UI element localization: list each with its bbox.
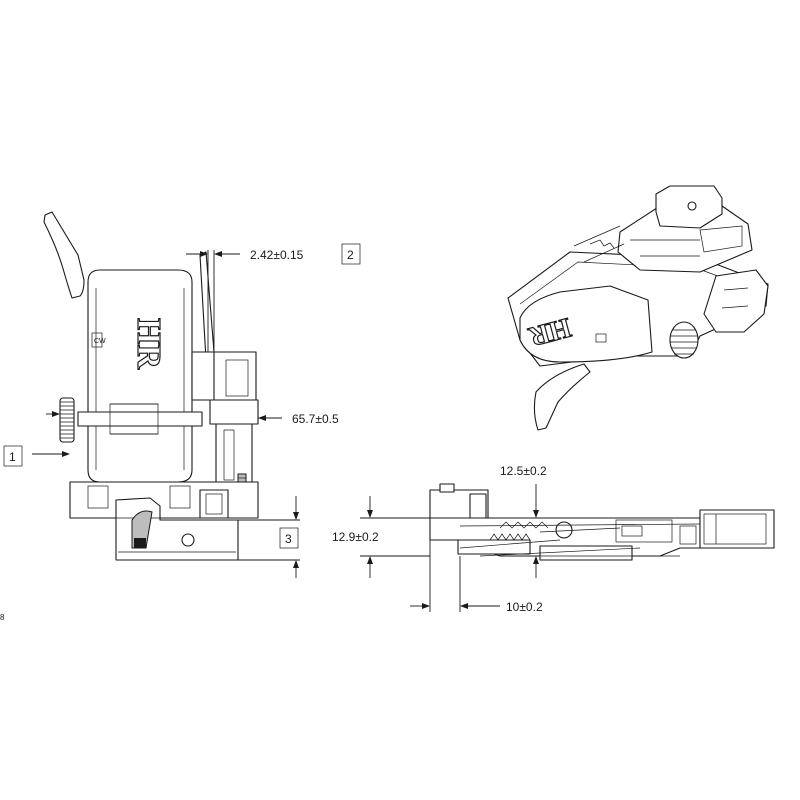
lower-body — [69, 481, 259, 561]
cw-mark: CW — [94, 338, 106, 345]
label-height-dimension: 65.7±0.5 — [292, 412, 339, 426]
page-marker: 8 — [0, 613, 5, 622]
callout-1: 1 — [9, 450, 16, 464]
housing-band — [77, 411, 203, 427]
isometric-view: HR — [507, 185, 769, 431]
dim-side-width: 10±0.2 — [410, 540, 543, 614]
front-view: HR CW — [3, 211, 361, 578]
callout-box-1 — [3, 445, 23, 467]
main-housing — [87, 269, 193, 483]
knurled-knob — [59, 397, 75, 443]
callout-3: 3 — [285, 532, 292, 546]
hr-logo: HR — [130, 318, 167, 369]
label-gap-dimension: 2.42±0.15 — [250, 248, 304, 262]
trigger-lever — [43, 211, 85, 299]
latch-assembly — [191, 251, 259, 491]
callout-box-2 — [341, 243, 361, 265]
label-inner-height: 12.5±0.2 — [500, 464, 547, 478]
label-side-width: 10±0.2 — [506, 600, 543, 614]
side-view: 12.5±0.2 12.9±0.2 10±0.2 — [332, 464, 775, 614]
iso-trigger — [533, 363, 591, 431]
dim-gap: 2.42±0.15 — [186, 248, 304, 352]
dim-height: 65.7±0.5 — [258, 412, 339, 426]
callout-2: 2 — [347, 248, 354, 262]
label-side-height: 12.9±0.2 — [332, 530, 379, 544]
iso-knurled-knob — [669, 321, 699, 359]
dim-inner-height: 12.5±0.2 — [500, 464, 547, 578]
callout-box-3 — [279, 527, 299, 549]
dim-side-height: 12.9±0.2 — [332, 496, 430, 578]
